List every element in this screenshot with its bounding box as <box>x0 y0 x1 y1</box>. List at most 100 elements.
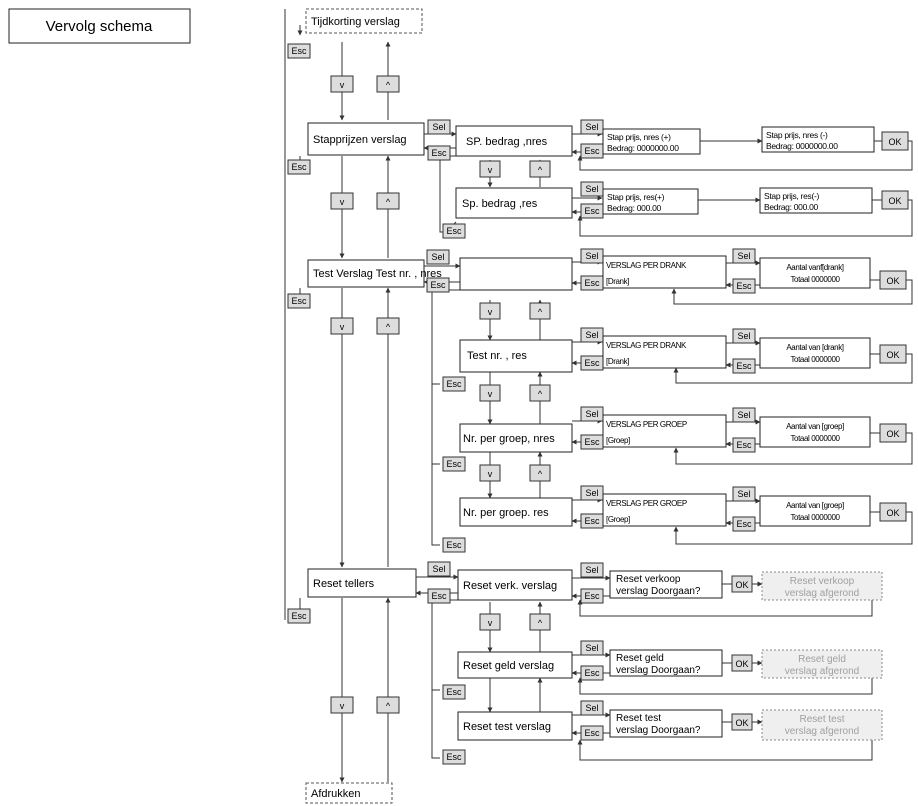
down-key[interactable]: v <box>330 317 354 335</box>
esc-key[interactable]: Esc <box>287 43 311 59</box>
svg-text:Stap prijs, res(-): Stap prijs, res(-) <box>764 191 820 201</box>
esc-key[interactable]: Esc <box>580 275 604 291</box>
ok-key[interactable]: OK <box>731 713 753 731</box>
test-row1-box[interactable] <box>459 257 573 291</box>
menu-afdrukken[interactable]: Afdrukken <box>305 782 393 804</box>
ok-key[interactable]: OK <box>881 131 909 151</box>
esc-key[interactable]: Esc <box>580 665 604 681</box>
ok-key[interactable]: OK <box>879 270 907 290</box>
up-key[interactable]: ^ <box>529 464 551 482</box>
esc-key[interactable]: Esc <box>427 588 451 604</box>
esc-key[interactable]: Esc <box>287 608 311 624</box>
sp-nres-box[interactable]: SP. bedrag ,nres <box>455 125 573 157</box>
esc-key[interactable]: Esc <box>580 588 604 604</box>
reset-test-box[interactable]: Reset test verslag <box>457 711 573 741</box>
down-key[interactable]: v <box>479 384 501 402</box>
esc-key[interactable]: Esc <box>442 456 466 472</box>
test-row3-box[interactable]: Nr. per groep, nres <box>459 423 573 453</box>
reset-verk-box[interactable]: Reset verk. verslag <box>457 569 573 601</box>
ok-key[interactable]: OK <box>731 575 753 593</box>
up-key[interactable]: ^ <box>376 317 400 335</box>
sel-key[interactable]: Sel <box>580 119 604 135</box>
esc-key[interactable]: Esc <box>580 355 604 371</box>
sel-key[interactable]: Sel <box>580 327 604 343</box>
svg-text:Test Verslag Test nr. , nres: Test Verslag Test nr. , nres <box>313 268 442 280</box>
sel-key[interactable]: Sel <box>732 248 756 264</box>
svg-text:v: v <box>488 389 493 399</box>
esc-key[interactable]: Esc <box>580 513 604 529</box>
ok-key[interactable]: OK <box>881 190 909 210</box>
sel-key[interactable]: Sel <box>580 485 604 501</box>
ok-key[interactable]: OK <box>879 423 907 443</box>
sel-key[interactable]: Sel <box>580 562 604 578</box>
svg-text:verslag Doorgaan?: verslag Doorgaan? <box>616 586 701 597</box>
reset-geld-box[interactable]: Reset geld verslag <box>457 651 573 679</box>
esc-key[interactable]: Esc <box>732 278 756 294</box>
svg-text:Sel: Sel <box>585 703 598 713</box>
esc-key[interactable]: Esc <box>732 437 756 453</box>
esc-key[interactable]: Esc <box>287 159 311 175</box>
esc-key[interactable]: Esc <box>442 537 466 553</box>
up-key[interactable]: ^ <box>376 696 400 714</box>
esc-key[interactable]: Esc <box>442 223 466 239</box>
esc-key[interactable]: Esc <box>580 434 604 450</box>
up-key[interactable]: ^ <box>529 613 551 631</box>
down-key[interactable]: v <box>330 192 354 210</box>
test-row4-box[interactable]: Nr. per groep. res <box>459 497 573 527</box>
esc-key[interactable]: Esc <box>442 749 466 765</box>
stap-res-min-box: Stap prijs, res(-) Bedrag: 000.00 <box>759 187 873 214</box>
svg-text:Aantal vanf[drank]: Aantal vanf[drank] <box>786 263 843 272</box>
esc-key[interactable]: Esc <box>580 143 604 159</box>
menu-reset-tellers[interactable]: Reset tellers <box>307 568 417 598</box>
esc-key[interactable]: Esc <box>287 293 311 309</box>
esc-key[interactable]: Esc <box>580 203 604 219</box>
svg-text:Esc: Esc <box>584 437 600 447</box>
sel-key[interactable]: Sel <box>427 119 451 135</box>
svg-text:Aantal van [groep]: Aantal van [groep] <box>786 422 844 431</box>
sel-key[interactable]: Sel <box>732 486 756 502</box>
esc-key[interactable]: Esc <box>442 376 466 392</box>
ok-key[interactable]: OK <box>879 502 907 522</box>
esc-key[interactable]: Esc <box>427 145 451 161</box>
up-key[interactable]: ^ <box>376 192 400 210</box>
up-key[interactable]: ^ <box>529 302 551 320</box>
esc-key[interactable]: Esc <box>732 358 756 374</box>
up-key[interactable]: ^ <box>529 160 551 178</box>
svg-text:Stapprijzen verslag: Stapprijzen verslag <box>313 134 407 146</box>
sel-key[interactable]: Sel <box>580 181 604 197</box>
down-key[interactable]: v <box>479 464 501 482</box>
menu-tijdkorting[interactable]: Tijdkorting verslag <box>305 8 423 34</box>
stap-keys: Sel Esc Sel Esc v ^ Sel Esc Esc OK OK <box>427 119 909 239</box>
sp-res-box[interactable]: Sp. bedrag ,res <box>455 187 573 219</box>
esc-key[interactable]: Esc <box>426 277 450 293</box>
sel-key[interactable]: Sel <box>426 249 450 265</box>
menu-test-verslag[interactable]: Test Verslag Test nr. , nres <box>307 259 442 288</box>
up-key[interactable]: ^ <box>529 384 551 402</box>
down-key[interactable]: v <box>479 613 501 631</box>
svg-text:OK: OK <box>886 508 899 518</box>
svg-text:Stap prijs, nres (+): Stap prijs, nres (+) <box>607 132 671 142</box>
sel-key[interactable]: Sel <box>580 406 604 422</box>
esc-key[interactable]: Esc <box>442 684 466 700</box>
down-key[interactable]: v <box>330 696 354 714</box>
down-key[interactable]: v <box>479 302 501 320</box>
esc-key[interactable]: Esc <box>580 725 604 741</box>
svg-text:Sel: Sel <box>585 488 598 498</box>
sel-key[interactable]: Sel <box>427 561 451 577</box>
ok-key[interactable]: OK <box>879 344 907 364</box>
test-row2-box[interactable]: Test nr. , res <box>459 339 573 373</box>
menu-stapprijzen[interactable]: Stapprijzen verslag <box>307 122 425 156</box>
esc-key[interactable]: Esc <box>732 516 756 532</box>
svg-text:Totaal 0000000: Totaal 0000000 <box>790 355 840 364</box>
svg-text:Esc: Esc <box>584 206 600 216</box>
down-key[interactable]: v <box>330 75 354 93</box>
svg-text:Esc: Esc <box>584 278 600 288</box>
up-key[interactable]: ^ <box>376 75 400 93</box>
down-key[interactable]: v <box>479 160 501 178</box>
sel-key[interactable]: Sel <box>732 328 756 344</box>
sel-key[interactable]: Sel <box>580 248 604 264</box>
sel-key[interactable]: Sel <box>580 700 604 716</box>
sel-key[interactable]: Sel <box>732 407 756 423</box>
ok-key[interactable]: OK <box>731 654 753 672</box>
sel-key[interactable]: Sel <box>580 640 604 656</box>
